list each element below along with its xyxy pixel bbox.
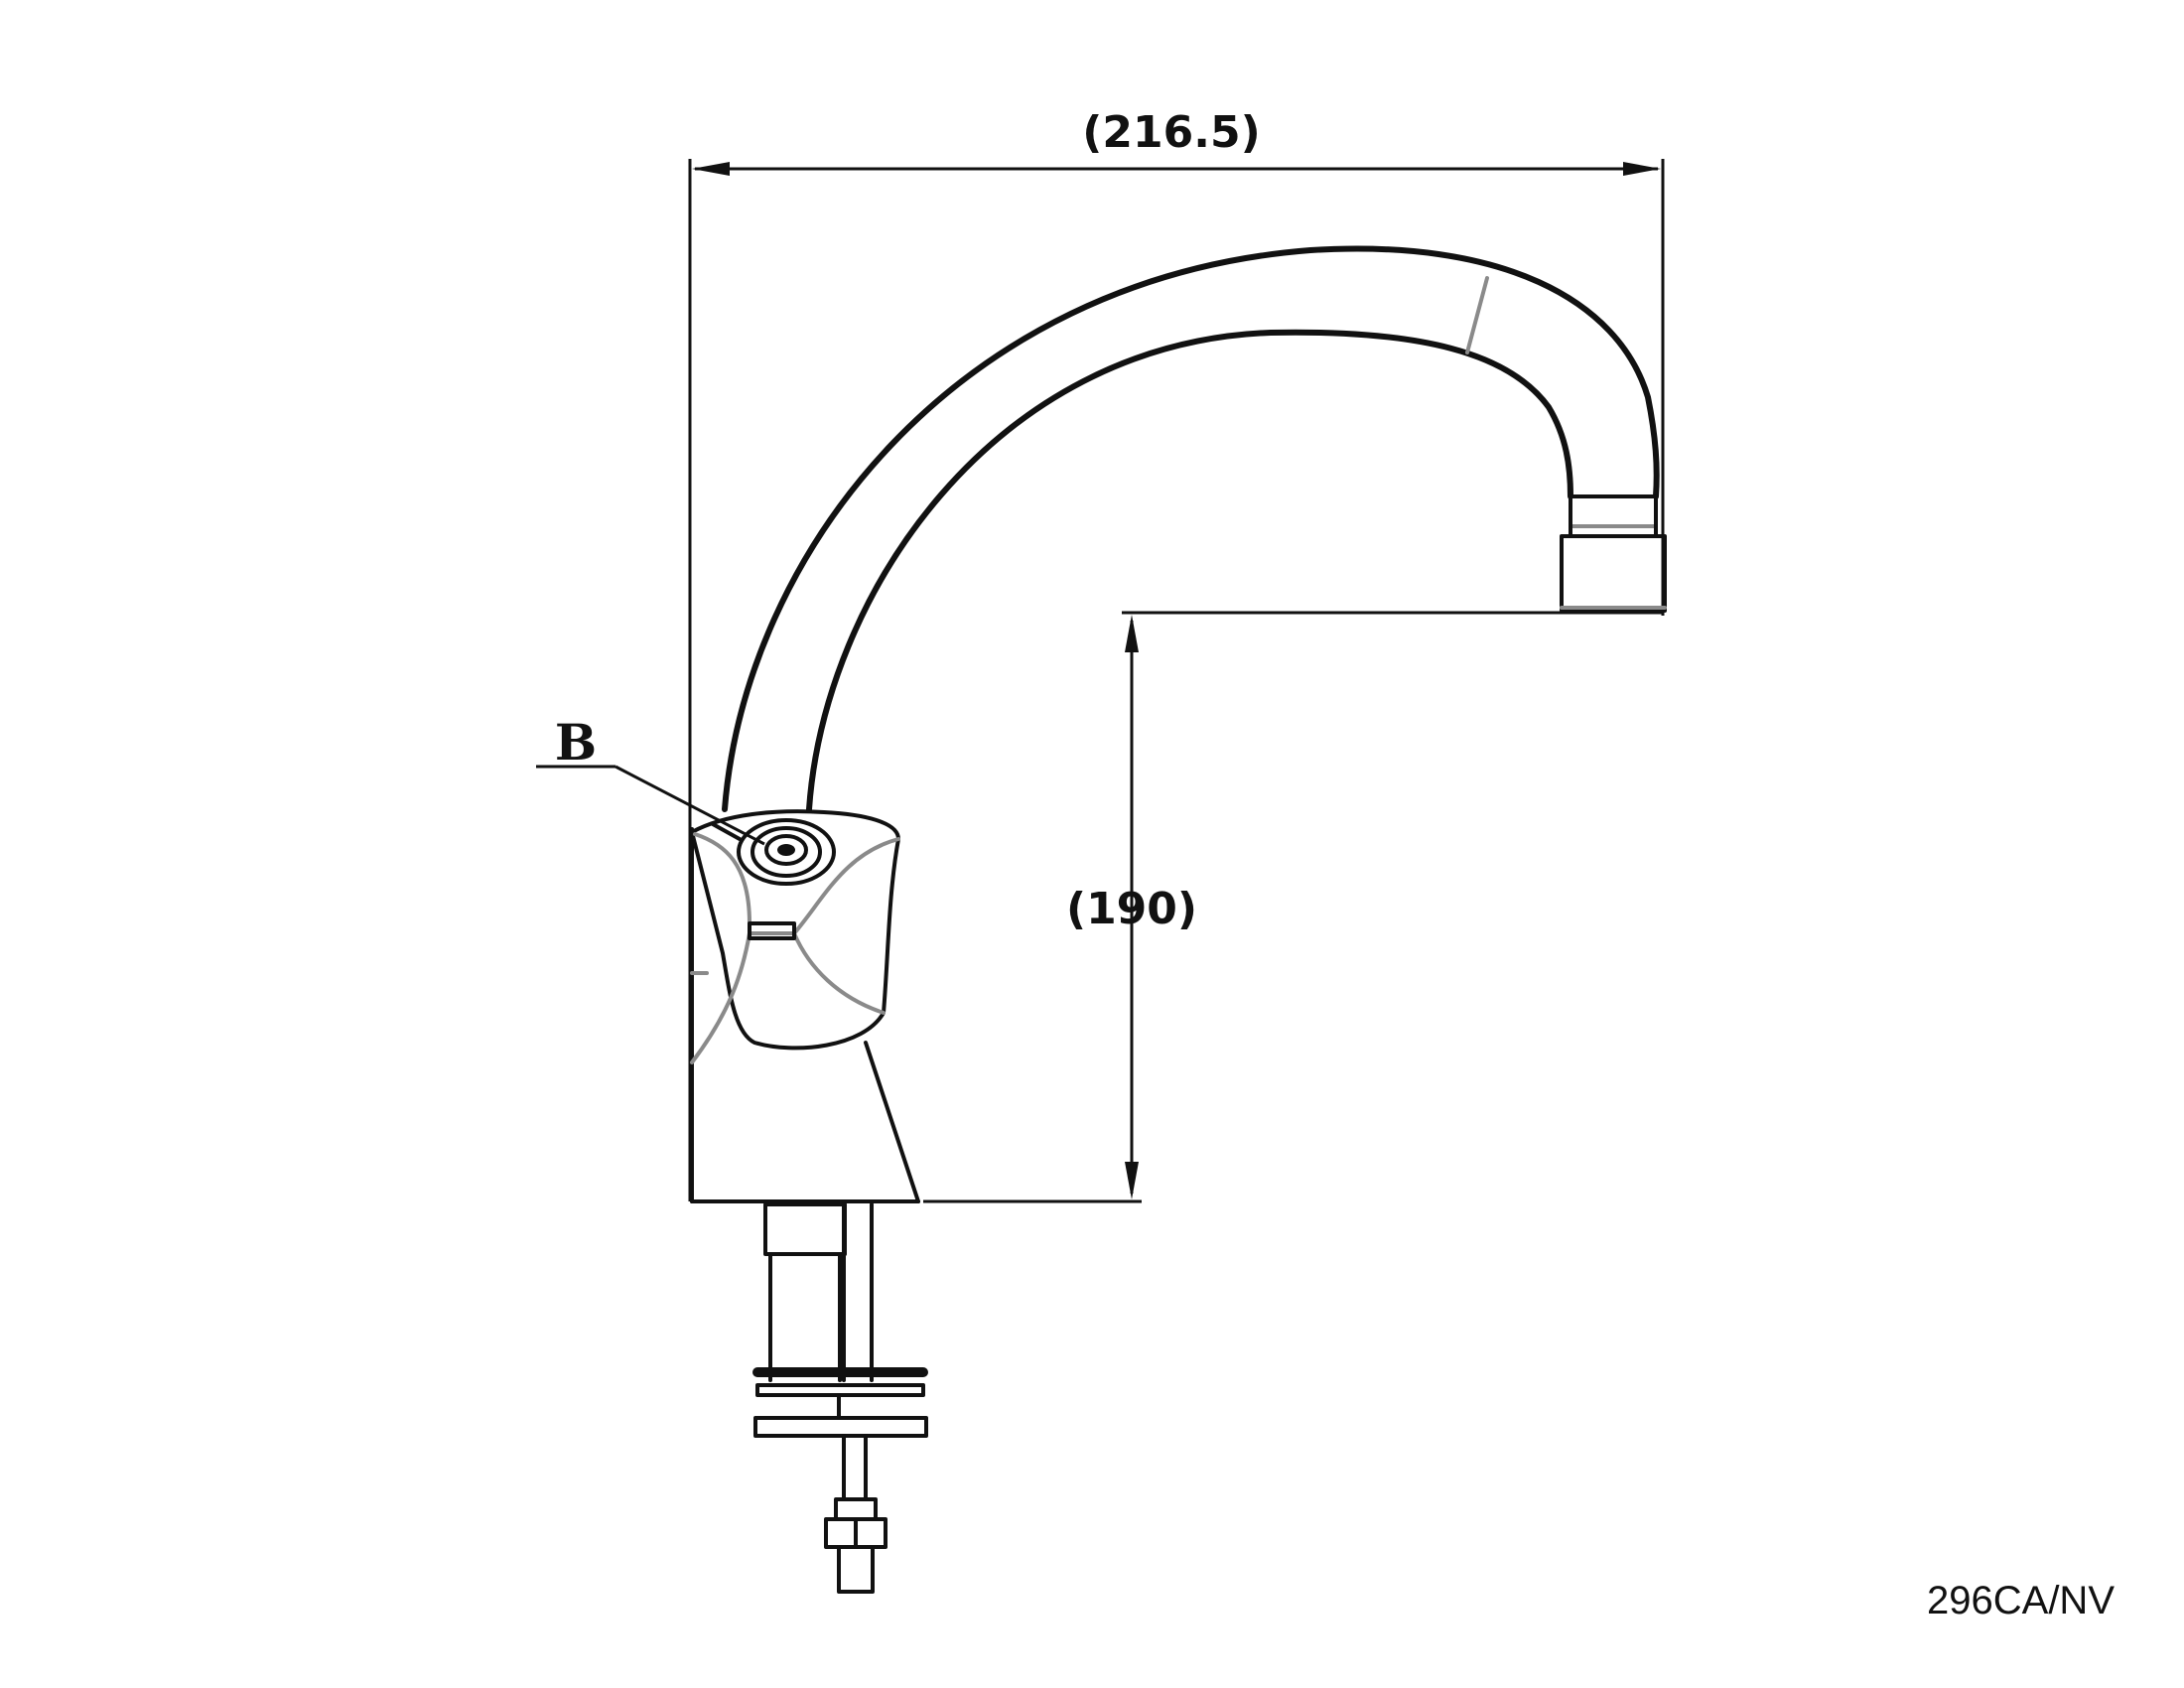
aerator-tip (1560, 534, 1667, 613)
spout-outer-curve (722, 245, 1660, 812)
height-arrow-top (1125, 615, 1139, 652)
spout (722, 245, 1667, 812)
mounting-assembly (752, 1202, 928, 1594)
handle-facet-right (792, 931, 886, 1015)
indicator-cap (777, 844, 795, 856)
model-code: 296CA/NV (1927, 1579, 2115, 1622)
handle-facet-left (690, 931, 751, 1064)
fixing-plate (753, 1416, 928, 1438)
spout-height-label: (190) (1066, 884, 1197, 934)
handle-ridge (748, 921, 796, 940)
hose-nut-top (834, 1497, 878, 1521)
shank-collar (763, 1202, 847, 1256)
metal-washer (755, 1383, 925, 1397)
width-arrow-left (692, 162, 730, 176)
lever-handle (690, 809, 900, 1064)
indicator-outer-ring (737, 818, 836, 886)
faucet-body (690, 827, 920, 1203)
spout-seam (1465, 276, 1489, 354)
handle-top-notch (711, 822, 742, 841)
indicator-middle-ring (751, 826, 822, 878)
body-right-edge (864, 1041, 920, 1203)
width-arrow-right (1623, 162, 1661, 176)
indicator-inner-ring (764, 834, 808, 866)
callout-b: B (536, 713, 765, 846)
hose-fitting-end (837, 1545, 875, 1594)
height-arrow-bottom (1125, 1162, 1139, 1199)
callout-leader (614, 765, 765, 846)
overall-width-label: (216.5) (1082, 107, 1260, 158)
spout-inner-curve (806, 329, 1573, 812)
callout-b-label: B (555, 713, 597, 772)
spout-height-dimension: (190) (923, 611, 1663, 1203)
handle-facet-upper (693, 832, 900, 935)
